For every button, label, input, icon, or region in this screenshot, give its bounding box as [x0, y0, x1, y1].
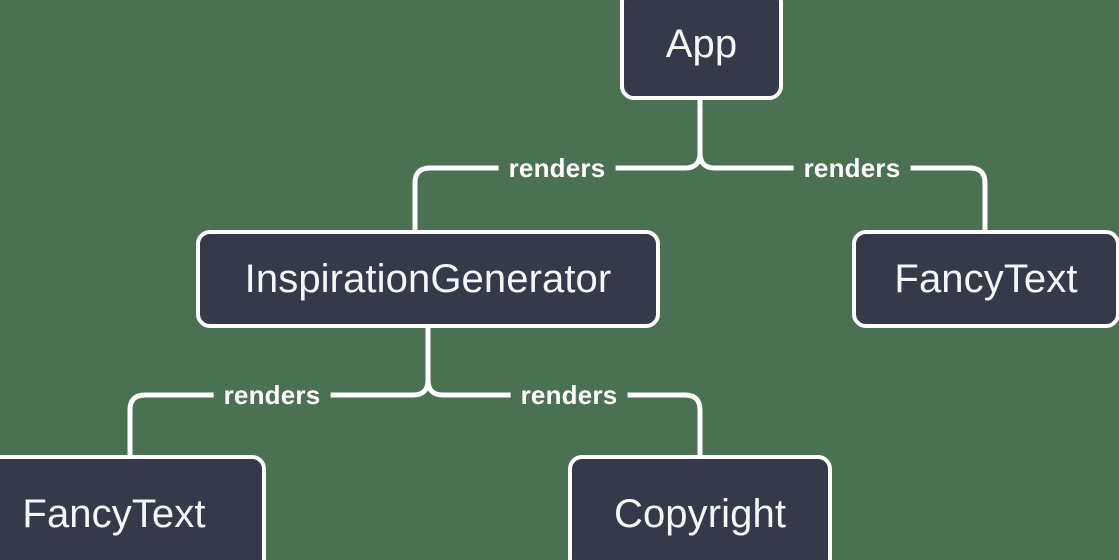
edge-inspiration-to-copyright: [425, 379, 703, 455]
node-app[interactable]: App: [620, 0, 783, 100]
node-fancytext-left[interactable]: FancyText: [0, 455, 266, 560]
edge-inspiration-to-fancytext-left: [127, 379, 431, 455]
node-inspiration-generator-label: InspirationGenerator: [244, 257, 612, 301]
node-fancytext-right[interactable]: FancyText: [852, 230, 1119, 328]
node-inspiration-generator[interactable]: InspirationGenerator: [196, 230, 660, 328]
edge-label-app-to-fancytext: renders: [793, 155, 911, 181]
node-fancytext-right-label: FancyText: [894, 257, 1078, 301]
edge-label-inspiration-to-copyright: renders: [510, 382, 628, 408]
edge-label-app-to-inspiration: renders: [498, 155, 616, 181]
node-copyright-label: Copyright: [613, 492, 787, 536]
edge-app-to-inspiration: [412, 152, 703, 230]
node-app-label: App: [665, 22, 738, 66]
edge-label-inspiration-to-fancytext: renders: [213, 382, 331, 408]
edge-app-to-fancytext-right: [697, 152, 988, 230]
node-fancytext-left-label: FancyText: [22, 492, 206, 536]
node-copyright[interactable]: Copyright: [568, 455, 832, 560]
